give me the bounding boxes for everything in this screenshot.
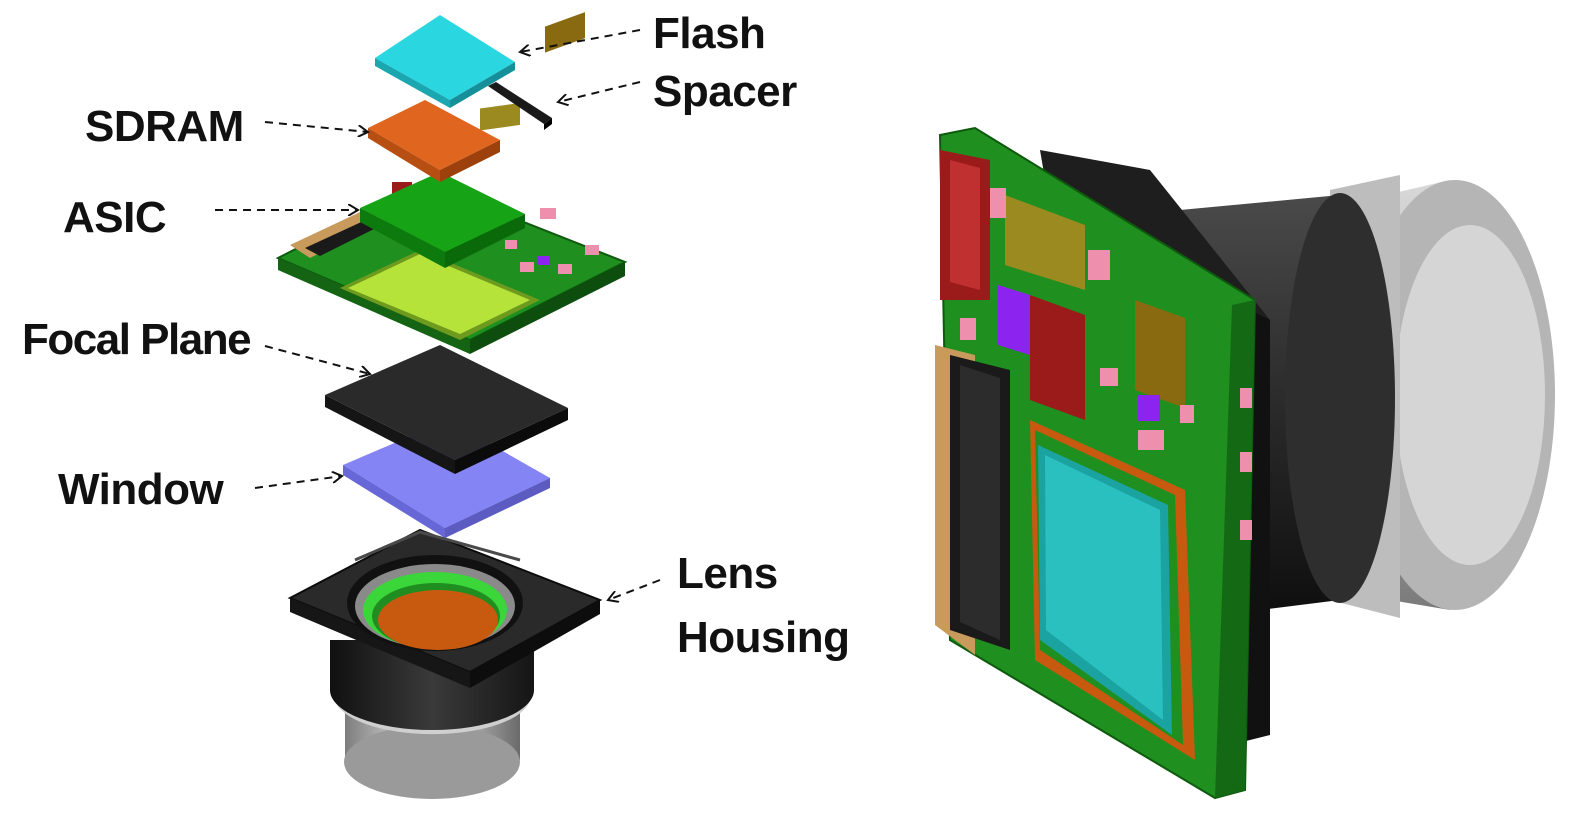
focal-plane-label: Focal Plane xyxy=(22,315,252,364)
spacer-leader xyxy=(558,81,641,102)
flash-part xyxy=(375,15,515,108)
spacer-part xyxy=(488,82,552,130)
sdram-part xyxy=(368,100,500,182)
window-label: Window xyxy=(58,465,224,514)
assembled-view xyxy=(935,126,1555,800)
focal-plane-part xyxy=(325,345,568,474)
lens-label: Lens xyxy=(677,549,778,598)
window-part xyxy=(343,420,550,538)
spacer-label: Spacer xyxy=(653,67,797,116)
flash-leader xyxy=(520,29,641,52)
lens-housing-leader xyxy=(608,579,661,600)
window-leader xyxy=(254,476,342,489)
exploded-view xyxy=(215,12,661,799)
asic-label: ASIC xyxy=(63,193,167,242)
lens-housing-part xyxy=(287,528,603,799)
focal-plane-leader xyxy=(264,345,370,374)
housing-label: Housing xyxy=(677,613,850,662)
flash-label: Flash xyxy=(653,9,766,58)
sdram-leader xyxy=(264,121,368,132)
asic-part xyxy=(360,172,525,268)
sdram-label: SDRAM xyxy=(85,102,244,151)
leader-lines xyxy=(215,29,661,600)
